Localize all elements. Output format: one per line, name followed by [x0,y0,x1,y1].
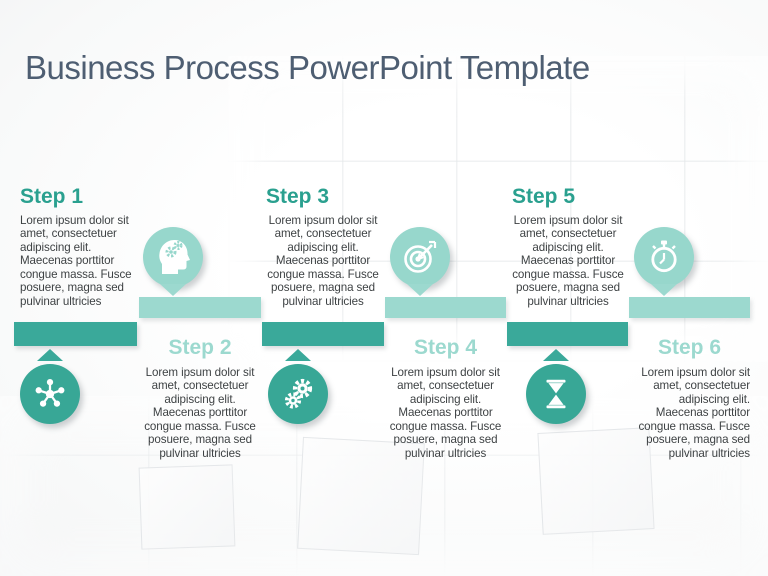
step-5-description: Lorem ipsum dolor sit amet, consectetuer… [512,214,624,308]
step-5-title: Step 5 [512,185,576,208]
step-4-title: Step 4 [413,336,478,359]
step-2-icon-badge [143,227,203,287]
step-6-down-arrow-icon [651,284,677,296]
step-6-title: Step 6 [657,336,722,359]
step-2-down-arrow-icon [160,284,186,296]
step-5-bar [507,322,628,346]
step-2-bar [139,297,261,318]
step-4-icon-badge [390,227,450,287]
step-6-description: Lorem ipsum dolor sit amet, consectetuer… [638,366,750,460]
step-3-description: Lorem ipsum dolor sit amet, consectetuer… [267,214,379,308]
step-1-title: Step 1 [20,185,84,208]
network-icon [35,378,65,407]
step-1-bar [14,322,137,346]
step-1-icon-badge [20,364,80,424]
step-1-description: Lorem ipsum dolor sit amet, consectetuer… [20,214,132,308]
stopwatch-icon [651,240,677,273]
target-icon [404,240,437,273]
step-3-bar [262,322,384,346]
step-2-title: Step 2 [168,336,232,359]
step-6-icon-badge [634,227,694,287]
slide-title: Business Process PowerPoint Template [25,49,590,87]
step-4-bar [385,297,506,318]
step-6-bar [629,297,750,318]
step-1-up-arrow-icon [37,349,63,361]
step-3-icon-badge [268,364,328,424]
step-5-icon-badge [526,364,586,424]
background-cube [138,464,236,550]
gears-icon [284,378,313,409]
head-gears-icon [159,239,190,274]
step-2-description: Lorem ipsum dolor sit amet, consectetuer… [144,366,256,460]
hourglass-icon [546,379,566,409]
step-3-up-arrow-icon [285,349,311,361]
step-5-up-arrow-icon [543,349,569,361]
step-4-down-arrow-icon [407,284,433,296]
step-4-description: Lorem ipsum dolor sit amet, consectetuer… [389,366,502,460]
step-3-title: Step 3 [266,185,330,208]
